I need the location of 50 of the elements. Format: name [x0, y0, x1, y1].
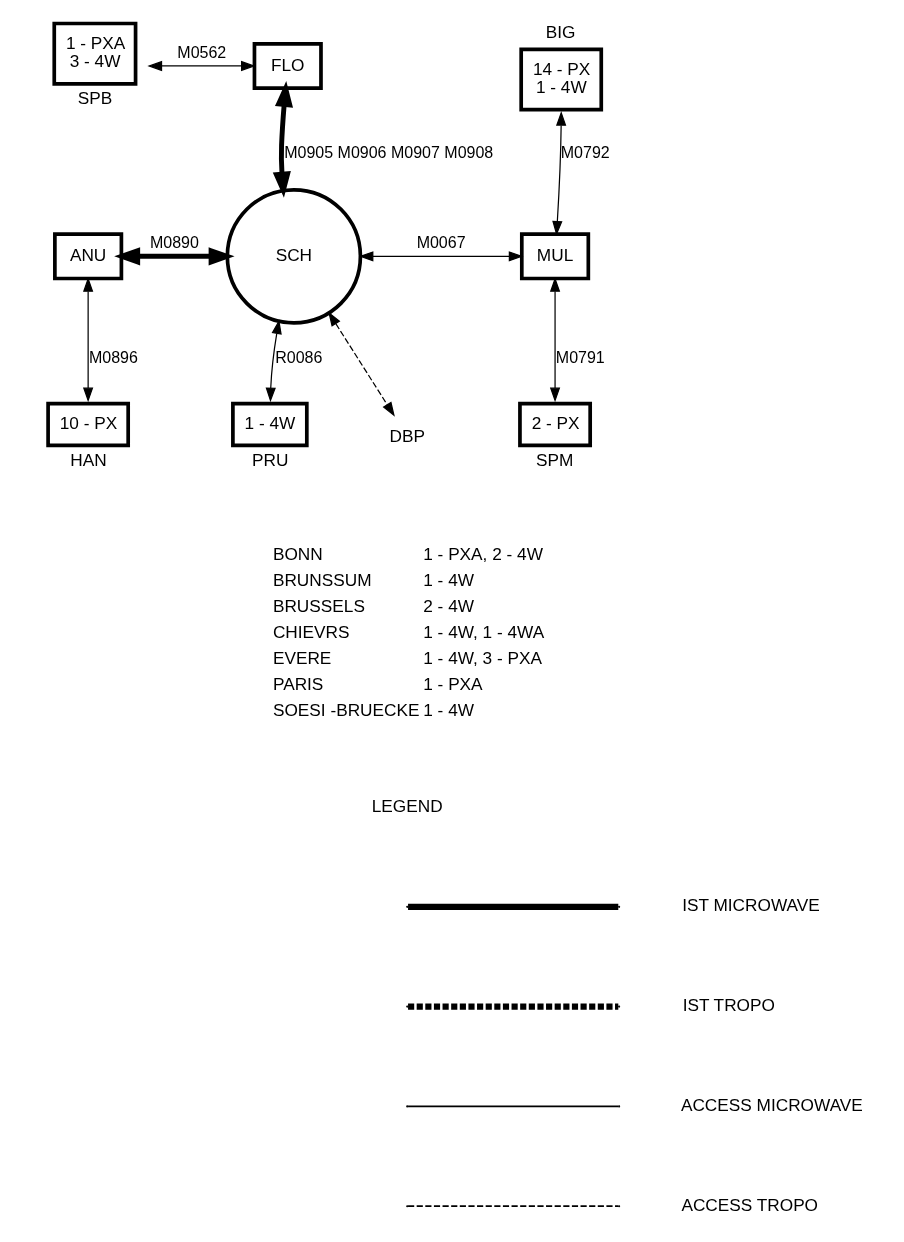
arrow	[272, 81, 293, 198]
node-box: MUL	[519, 232, 590, 281]
legend-label: IST TROPO	[682, 995, 775, 1016]
edge-label: M0905 M0906 M0907 M0908	[283, 144, 493, 162]
arrow	[82, 277, 93, 403]
node-label: PRU	[251, 450, 288, 471]
edge-label: M0562	[176, 43, 226, 61]
arrow	[549, 277, 560, 403]
node-label: BIG	[545, 21, 576, 42]
node-box: 10 - PX	[45, 401, 130, 448]
arrow	[265, 319, 282, 403]
arrow	[551, 110, 566, 236]
label: 1 - PXA	[422, 673, 483, 694]
edge-label: M0067	[416, 234, 466, 252]
edge-label: M0896	[88, 348, 138, 366]
node-label: SPM	[535, 450, 573, 471]
node-box: 14 - PX 1 - 4W	[518, 47, 603, 112]
label: 1 - 4W, 3 - PXA	[422, 647, 542, 668]
label: LEGEND	[371, 795, 443, 816]
node-box: 1 - PXA 3 - 4W	[51, 21, 137, 86]
node-box: 1 - 4W	[230, 401, 309, 448]
legend-label: ACCESS TROPO	[680, 1194, 818, 1215]
label: 1 - PXA, 2 - 4W	[422, 544, 543, 565]
arrow	[327, 311, 395, 417]
edge-label: M0890	[149, 234, 199, 252]
node-box: ANU	[52, 232, 123, 281]
edge-label: M0791	[555, 348, 605, 366]
edge-label: R0086	[274, 348, 322, 366]
label: BRUNSSUM	[272, 570, 372, 591]
label: 1 - 4W	[422, 699, 474, 720]
label: PARIS	[272, 673, 323, 694]
legend-label: IST MICROWAVE	[681, 895, 820, 916]
label: SOESI -BRUECKE	[272, 699, 419, 720]
arrow	[146, 60, 256, 72]
arrow	[358, 251, 524, 262]
node-box: 2 - PX	[517, 401, 592, 448]
node-text: DBP	[389, 425, 425, 446]
label: 2 - 4W	[422, 596, 474, 617]
label: BONN	[272, 544, 323, 565]
label: CHIEVRS	[272, 621, 350, 642]
node-label: SPB	[77, 88, 112, 109]
legend-label: ACCESS MICROWAVE	[680, 1094, 863, 1115]
node-box: FLO	[252, 41, 323, 90]
arrow	[113, 247, 235, 266]
node-label: HAN	[69, 450, 107, 471]
edge-label: M0792	[560, 144, 610, 162]
label: BRUSSELS	[272, 596, 365, 617]
label: 1 - 4W, 1 - 4WA	[422, 621, 544, 642]
label: 1 - 4W	[422, 570, 474, 591]
label: EVERE	[272, 647, 331, 668]
